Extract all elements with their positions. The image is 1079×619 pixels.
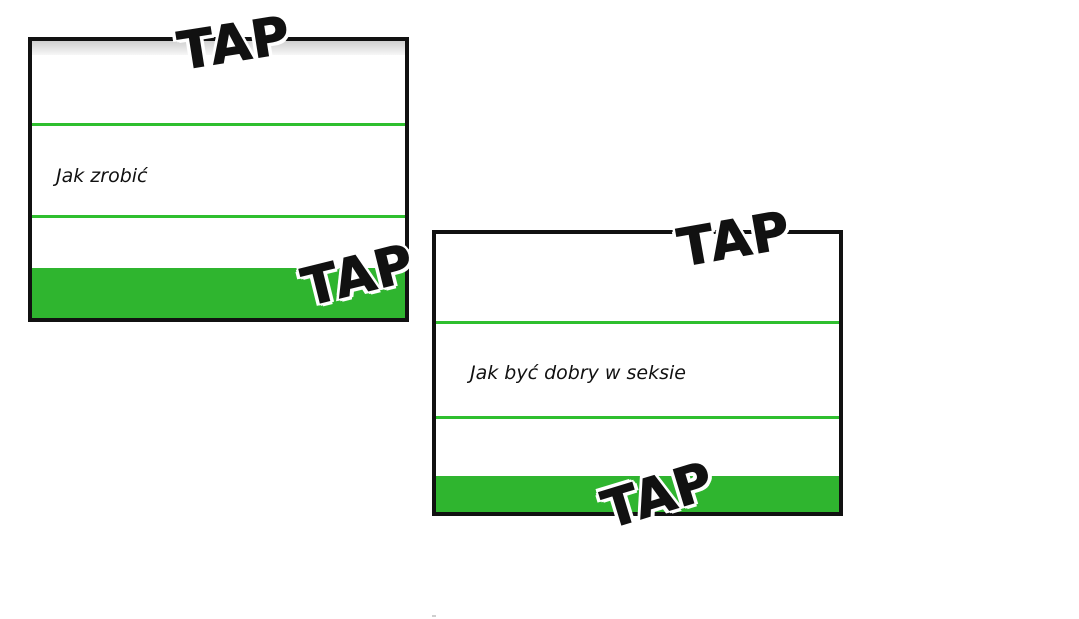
- field-bottom-line: [436, 416, 839, 419]
- green-button[interactable]: [32, 268, 405, 318]
- field-bottom-line: [32, 215, 405, 218]
- comic-panel-2: Jak być dobry w seksie: [432, 230, 843, 516]
- search-field-text: Jak zrobić: [56, 165, 148, 187]
- field-top-line: [436, 321, 839, 324]
- stray-mark: [432, 615, 436, 617]
- search-field-text: Jak być dobry w seksie: [470, 362, 686, 384]
- panel-top-shade: [32, 41, 405, 55]
- green-button[interactable]: [436, 476, 839, 512]
- comic-panel-1: Jak zrobić: [28, 37, 409, 322]
- field-top-line: [32, 123, 405, 126]
